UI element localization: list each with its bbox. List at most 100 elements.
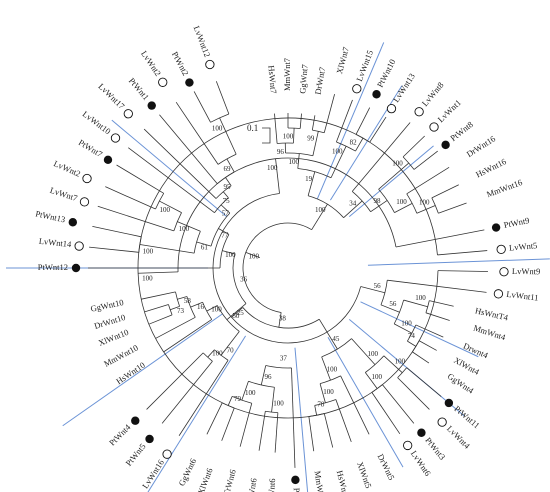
tree-branch-line bbox=[196, 241, 212, 247]
leaf: HsWnt7 bbox=[266, 65, 278, 94]
bootstrap-value: 16 bbox=[197, 303, 205, 311]
tree-branch-line bbox=[146, 352, 204, 410]
tree-branch-line bbox=[311, 203, 328, 230]
tree-branch-line bbox=[193, 91, 211, 123]
tree-branch-line bbox=[415, 324, 444, 338]
tree-branch-line bbox=[407, 340, 417, 347]
filled-circle-icon bbox=[444, 398, 454, 408]
tree-branch-line bbox=[274, 113, 278, 144]
leaf-label: LvWnt15 bbox=[354, 49, 375, 83]
filled-circle-icon bbox=[185, 78, 194, 87]
tree-branch-line bbox=[92, 226, 142, 238]
leaf: PtWnt5 bbox=[123, 434, 154, 468]
leaf-label: HsWntT4 bbox=[474, 305, 510, 322]
leaf: PtWnt10 bbox=[372, 57, 397, 99]
bootstrap-value: 74 bbox=[408, 332, 416, 340]
tree-branch-line bbox=[231, 307, 244, 318]
leaf-label: HsWnt10 bbox=[114, 360, 147, 387]
clade-separator bbox=[327, 337, 404, 468]
leaf-label: LvWnt12 bbox=[192, 24, 213, 58]
tree-branches bbox=[88, 81, 488, 468]
bootstrap-value: 100 bbox=[323, 388, 334, 396]
tree-branch-line bbox=[141, 291, 176, 300]
filled-circle-icon bbox=[68, 218, 78, 227]
tree-branch-line bbox=[318, 319, 338, 350]
tree-branch-line bbox=[312, 131, 319, 156]
leaf-label: PtWnt2 bbox=[170, 50, 191, 78]
leaf: PtWnt12 bbox=[38, 262, 81, 273]
leaf-label: PtWnt13 bbox=[35, 208, 67, 224]
tree-branch-line bbox=[429, 300, 454, 307]
tree-branch-line bbox=[351, 338, 376, 365]
leaf: Drwnt4 bbox=[462, 341, 490, 361]
tree-branch-line bbox=[330, 145, 347, 178]
leaf: LvWnt2 bbox=[52, 158, 92, 184]
bootstrap-value: 58 bbox=[184, 297, 192, 305]
leaf: PtWnt9 bbox=[491, 215, 530, 232]
tree-branch-arc bbox=[265, 365, 292, 369]
tree-branch-line bbox=[323, 94, 335, 133]
filled-circle-icon bbox=[441, 140, 450, 150]
scale-bar: 0.1 bbox=[247, 123, 271, 144]
leaf: PtWnt8 bbox=[441, 119, 475, 150]
tree-branch-line bbox=[177, 296, 188, 300]
leaf-label: DrWnt5 bbox=[376, 452, 397, 481]
bootstrap-value: 69 bbox=[223, 165, 231, 173]
leaf-label: LvWnt1 bbox=[436, 97, 463, 124]
leaf: HsWnt10 bbox=[114, 360, 147, 387]
leaf-label: PtWnt4 bbox=[107, 422, 133, 448]
leaf-label: XlWnt5 bbox=[355, 460, 374, 489]
leaf-label: PtWnt8 bbox=[448, 119, 475, 143]
tree-branch-arc bbox=[232, 253, 247, 304]
leaf: LvWnt14 bbox=[38, 236, 84, 251]
bootstrap-value: 75 bbox=[223, 197, 231, 205]
bootstrap-value: 36 bbox=[240, 276, 248, 284]
tree-branch-line bbox=[258, 411, 266, 451]
leaf-label: PtWnt7 bbox=[77, 137, 104, 159]
leaf-label: HsWnt16 bbox=[474, 156, 508, 179]
bootstrap-value: 100 bbox=[143, 248, 154, 256]
tree-branch-line bbox=[323, 413, 334, 448]
leaf: DrWnt5 bbox=[376, 452, 397, 481]
tree-branch-line bbox=[299, 113, 302, 129]
tree-branch-line bbox=[412, 351, 430, 364]
leaf: LvWnt11 bbox=[493, 289, 539, 303]
leaf-label: HsWnt6 bbox=[265, 478, 277, 492]
tree-branch-line bbox=[138, 271, 179, 274]
bootstrap-value: 98 bbox=[373, 197, 381, 205]
leaf-label: LvWnt16 bbox=[140, 458, 166, 491]
scale-bar-line bbox=[262, 127, 271, 144]
leaf: PtWnt6 bbox=[291, 475, 303, 492]
bootstrap-value: 100 bbox=[332, 148, 343, 156]
filled-circle-icon bbox=[103, 155, 113, 165]
leaf: TrWnt6 bbox=[221, 468, 238, 492]
tree-branch-line bbox=[215, 81, 230, 115]
open-circle-icon bbox=[429, 122, 439, 132]
bootstrap-value: 100 bbox=[396, 198, 407, 206]
tree-branch-line bbox=[335, 399, 352, 442]
bootstrap-value: 100 bbox=[327, 366, 338, 374]
bootstrap-value: 100 bbox=[267, 164, 278, 172]
tree-branch-line bbox=[97, 205, 174, 232]
tree-branch-line bbox=[378, 162, 410, 190]
leaf: GgWnt10 bbox=[90, 297, 125, 314]
bootstrap-value: 100 bbox=[371, 373, 382, 381]
tree-branch-line bbox=[321, 356, 331, 381]
tree-branch-line bbox=[170, 306, 180, 311]
tree-root bbox=[245, 252, 260, 258]
leaf-label: MmWnt16 bbox=[485, 177, 523, 199]
tree-branch-line bbox=[227, 396, 233, 406]
bootstrap-value: 100 bbox=[212, 125, 223, 133]
tree-branch-arc bbox=[242, 307, 320, 329]
leaf-label: LvWnt10 bbox=[81, 109, 113, 137]
tree-branch-line bbox=[271, 387, 275, 413]
tree-branch-line bbox=[394, 323, 413, 334]
bootstrap-value: 100 bbox=[401, 319, 412, 327]
tree-branch-line bbox=[105, 186, 156, 210]
tree-branch-line bbox=[394, 203, 413, 213]
bootstrap-value: 100 bbox=[159, 206, 170, 214]
tree-branch-line bbox=[437, 270, 488, 272]
bootstrap-value: 100 bbox=[419, 199, 430, 207]
